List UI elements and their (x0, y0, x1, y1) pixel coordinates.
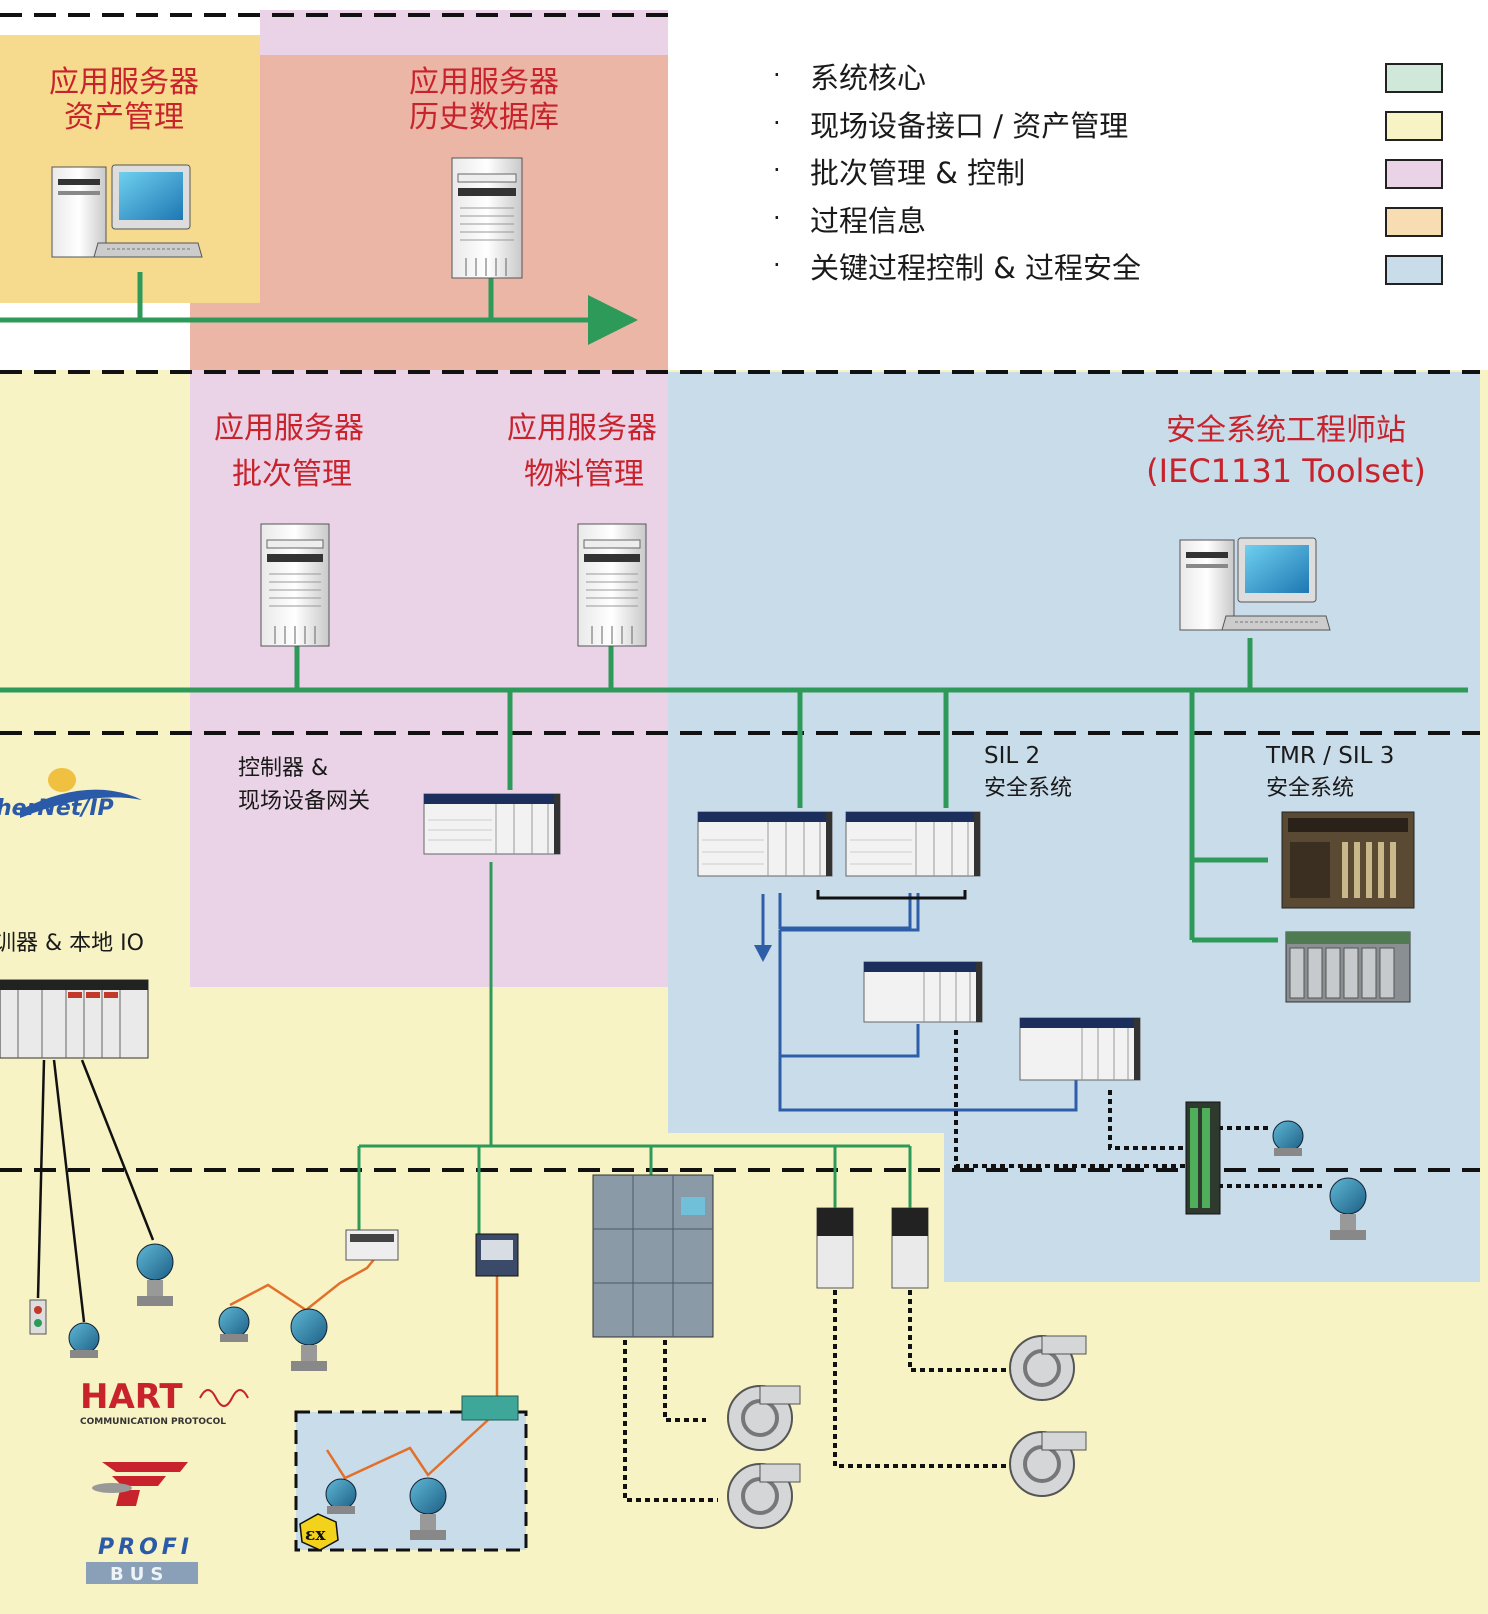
workstation-icon (1179, 537, 1331, 631)
batch-server-title: 应用服务器 (214, 411, 364, 446)
legend: · 系统核心 · 现场设备接口 / 资产管理 · 批次管理 & 控制 · 过程信… (773, 61, 1443, 285)
flow-computer-icon (475, 1233, 519, 1277)
hart-logo: HART COMMUNICATION PROTOCOL (80, 1377, 249, 1427)
legend-item: · 关键过程控制 & 过程安全 (773, 251, 1443, 285)
tmr-io-icon (1285, 931, 1411, 1003)
transmitter-icon (1272, 1120, 1304, 1156)
ethernet-ip-logo: herNet/IP (0, 768, 142, 821)
safety-controller-icon (1019, 1017, 1141, 1081)
pump-icon (1009, 1431, 1087, 1497)
server-icon (260, 523, 330, 647)
historian-server-subtitle: 历史数据库 (409, 100, 559, 135)
tmr-title: TMR / SIL 3 (1265, 743, 1394, 769)
blue-links (754, 893, 1078, 1112)
sil2-subtitle: 安全系统 (984, 776, 1072, 801)
legend-bullet: · (773, 156, 781, 184)
legend-item: · 系统核心 (773, 61, 1443, 95)
legend-label: 过程信息 (810, 204, 926, 238)
server-icon (577, 523, 647, 647)
zone-process-info-top (260, 10, 668, 55)
hart-logo-text: HART (80, 1377, 183, 1417)
io-wires (36, 1059, 155, 1323)
green-network (0, 272, 1468, 943)
workstation-icon (51, 164, 203, 258)
legend-label: 现场设备接口 / 资产管理 (810, 109, 1128, 143)
legend-bullet: · (773, 109, 781, 137)
small-plc-icon (345, 1229, 399, 1261)
safety-io-module-icon (1185, 1101, 1221, 1215)
ex-area-border (294, 1410, 528, 1552)
zone-historian-lower (190, 303, 260, 370)
transmitter-icon (68, 1322, 100, 1358)
safety-station-title: 安全系统工程师站 (1166, 413, 1406, 448)
safety-station-subtitle: (IEC1131 Toolset) (1146, 452, 1426, 490)
ethernet-ip-logo-text: herNet/IP (0, 796, 114, 821)
field-network (357, 862, 912, 1235)
dotted-links (623, 1030, 1325, 1502)
server-icon (451, 157, 523, 279)
controller-icon (423, 793, 561, 855)
legend-swatch (1385, 255, 1443, 285)
legend-bullet: · (773, 61, 781, 89)
transmitter-icon (409, 1477, 447, 1540)
legend-swatch (1385, 111, 1443, 141)
mcc-cabinet-icon (592, 1174, 714, 1338)
legend-label: 批次管理 & 控制 (810, 156, 1025, 190)
profibus-logo-bus: BUS (110, 1564, 169, 1585)
material-server-title: 应用服务器 (507, 411, 657, 446)
pump-icon (727, 1463, 801, 1529)
legend-swatch (1385, 207, 1443, 237)
local-io-label: 训器 & 本地 IO (0, 931, 144, 956)
legend-swatch (1385, 63, 1443, 93)
safety-controller-icon (845, 811, 981, 877)
push-button-station-icon (29, 1299, 47, 1335)
ex-hazard-logo-text: εx (305, 1525, 326, 1545)
legend-bullet: · (773, 204, 781, 232)
legend-item: · 批次管理 & 控制 (773, 156, 1443, 190)
safety-controller-icon (863, 961, 983, 1023)
ex-hazard-logo: εx (299, 1513, 339, 1551)
transmitter-icon (290, 1308, 328, 1371)
zone-batch (190, 370, 668, 987)
level-separators (0, 13, 1480, 1552)
transmitter-icon (136, 1243, 174, 1306)
transmitter-icon (325, 1478, 357, 1514)
drive-icon (891, 1207, 929, 1289)
profibus-logo-profi: PROFI (98, 1535, 193, 1560)
legend-bullet: · (773, 251, 781, 279)
legend-item: · 现场设备接口 / 资产管理 (773, 109, 1443, 143)
drive-icon (816, 1207, 854, 1289)
tmr-subtitle: 安全系统 (1266, 776, 1354, 801)
orange-links (229, 1251, 499, 1480)
legend-swatch (1385, 159, 1443, 189)
gateway-title: 控制器 & (238, 756, 328, 781)
legend-label: 系统核心 (810, 61, 926, 95)
legend-label: 关键过程控制 & 过程安全 (810, 251, 1141, 285)
sil2-bracket (816, 890, 967, 900)
local-io-rack-icon (0, 979, 149, 1059)
legend-item: · 过程信息 (773, 204, 1443, 238)
pump-icon (727, 1385, 801, 1451)
safety-controller-icon (697, 811, 833, 877)
ex-barrier-icon (461, 1395, 519, 1421)
node-labels: 应用服务器 资产管理 应用服务器 历史数据库 应用服务器 批次管理 应用服务器 … (0, 65, 1426, 956)
tmr-rack-icon (1281, 811, 1415, 909)
batch-server-subtitle: 批次管理 (232, 457, 352, 492)
historian-server-title: 应用服务器 (409, 65, 559, 100)
asset-server-subtitle: 资产管理 (64, 100, 184, 135)
transmitter-icon (218, 1306, 250, 1342)
sil2-title: SIL 2 (984, 743, 1040, 769)
asset-server-title: 应用服务器 (49, 65, 199, 100)
profibus-logo: PROFI BUS (86, 1535, 198, 1585)
foundation-fieldbus-logo (92, 1462, 188, 1506)
gateway-subtitle: 现场设备网关 (238, 789, 370, 814)
material-server-subtitle: 物料管理 (524, 457, 644, 492)
hart-logo-subtitle: COMMUNICATION PROTOCOL (80, 1417, 226, 1427)
transmitter-icon (1329, 1177, 1367, 1240)
pump-icon (1009, 1335, 1087, 1401)
